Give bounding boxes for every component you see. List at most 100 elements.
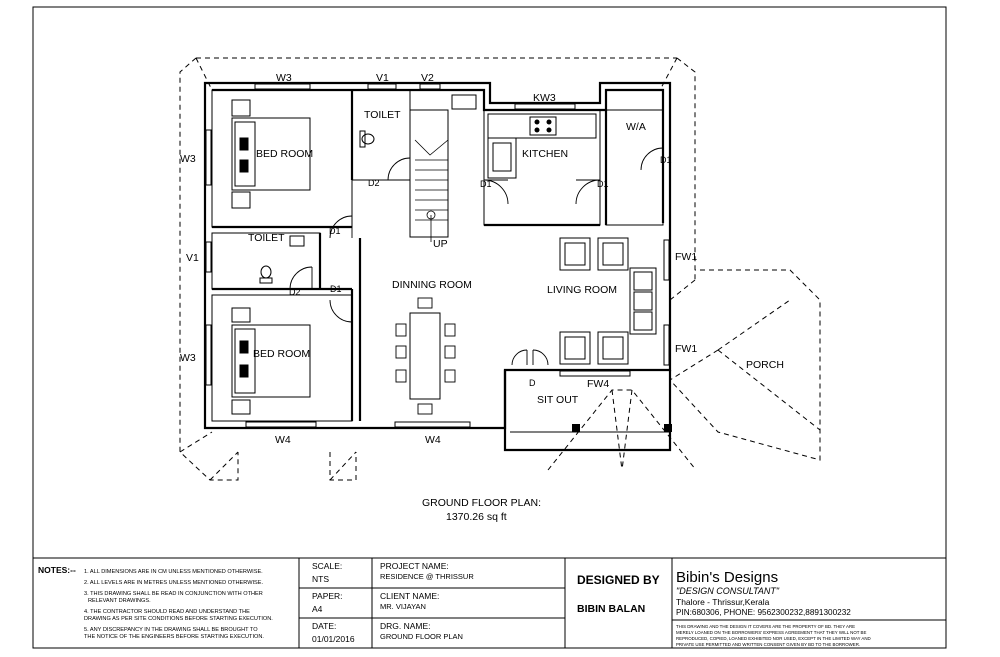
disclaimer-2: MERELY LOANED ON THE BORROWERS' EXPRESS … (676, 630, 866, 635)
kitchen-hob (529, 116, 557, 136)
tag-d1-store: D1 (597, 179, 609, 189)
date-value: 01/01/2016 (312, 634, 355, 644)
tag-d1-toilet: D1 (329, 226, 341, 236)
room-bed-room-2: BED ROOM (253, 348, 310, 360)
tag-d1-wa: D1 (660, 155, 672, 165)
tag-w3-top: W3 (276, 72, 292, 84)
room-dinning: DINNING ROOM (392, 279, 472, 291)
room-living: LIVING ROOM (547, 284, 617, 296)
note-5b: THE NOTICE OF THE ENGINEERS BEFORE START… (84, 634, 264, 640)
room-kitchen: KITCHEN (522, 148, 568, 160)
tag-d2-toilet1: D2 (368, 178, 380, 188)
hob-burners (534, 119, 552, 133)
firm-name: Bibin's Designs (676, 569, 778, 586)
sheet-border (32, 6, 947, 649)
scale-value: NTS (312, 574, 329, 584)
roof-ridge-left-2 (179, 431, 213, 453)
firm-address: Thalore - Thrissur,Kerala (676, 597, 770, 607)
tag-d2-toilet2: D2 (289, 287, 301, 297)
floor-plan: BED ROOM TOILET KITCHEN W/A TOILET UP DI… (179, 57, 821, 523)
door-swings (289, 147, 664, 366)
firm-contact: PIN:680306, PHONE: 9562300232,8891300232 (676, 608, 851, 617)
roof-ridge-right (659, 57, 678, 91)
tag-fw1-2: FW1 (675, 343, 697, 355)
note-4: 4. THE CONTRACTOR SHOULD READ AND UNDERS… (84, 609, 250, 615)
porch-ridge-2 (717, 349, 821, 431)
room-up: UP (433, 238, 448, 250)
plan-title: GROUND FLOOR PLAN: (422, 497, 541, 509)
tag-d-sitout: D (529, 378, 536, 388)
project-value: RESIDENCE @ THRISSUR (380, 572, 474, 581)
title-block: NOTES:-- 1. ALL DIMENSIONS ARE IN CM UNL… (33, 557, 946, 648)
kitchen-sink (492, 142, 512, 172)
room-wa: W/A (626, 121, 646, 133)
roof-outline-right (676, 57, 696, 280)
room-toilet-2: TOILET (248, 232, 285, 244)
tag-w3-left-1: W3 (180, 153, 196, 165)
note-2: 2. ALL LEVELS ARE IN METRES UNLESS MENTI… (84, 580, 263, 586)
tag-v2-top: V2 (421, 72, 434, 84)
firm-subtitle: "DESIGN CONSULTANT" (676, 586, 780, 596)
kitchen-counter-top (487, 113, 597, 139)
paper-value: A4 (312, 604, 323, 614)
disclaimer-3: REPRODUCED, COPIED, LOANED EXHIBITED NOR… (676, 636, 871, 641)
room-sit-out: SIT OUT (537, 394, 579, 406)
note-5: 5. ANY DISCREPANCY IN THE DRAWING SHALL … (84, 627, 258, 633)
windows (205, 83, 670, 428)
disclaimer-4: PRIVATE USE PERMITTED AND WRITTEN CONSEN… (676, 642, 860, 647)
kitchen-wall (483, 109, 601, 226)
tag-fw1-1: FW1 (675, 251, 697, 263)
tag-d1-kitchen: D1 (480, 179, 492, 189)
toilet-1-wall (351, 89, 411, 181)
room-porch: PORCH (746, 359, 784, 371)
tag-w3-left-2: W3 (180, 352, 196, 364)
bed-1 (231, 99, 311, 209)
note-1: 1. ALL DIMENSIONS ARE IN CM UNLESS MENTI… (84, 569, 263, 575)
outer-wall (203, 81, 672, 430)
project-label: PROJECT NAME: (380, 561, 449, 571)
client-label: CLIENT NAME: (380, 591, 439, 601)
roof-ridge-bl-1 (209, 451, 239, 481)
designer-name: BIBIN BALAN (577, 603, 645, 615)
client-value: MR. VIJAYAN (380, 602, 426, 611)
stair-treads (414, 139, 449, 242)
porch-ridge (717, 299, 791, 351)
tag-w4-bottom-1: W4 (275, 434, 291, 446)
roof-outline-bottom-left (329, 452, 357, 481)
tag-w4-bottom-2: W4 (425, 434, 441, 446)
tag-v1-top: V1 (376, 72, 389, 84)
tag-v1-left: V1 (186, 252, 199, 264)
note-3b: RELEVANT DRAWINGS. (88, 598, 151, 604)
living-sofas (559, 237, 657, 365)
staircase (409, 109, 449, 238)
notes-label: NOTES:-- (38, 565, 76, 575)
disclaimer-1: THIS DRAWING AND THE DESIGN IT COVERS AR… (676, 624, 855, 629)
drg-value: GROUND FLOOR PLAN (380, 632, 463, 641)
toilet-fixtures (259, 130, 375, 284)
note-4b: DRAWING AS PER SITE CONDITIONS BEFORE ST… (84, 616, 273, 622)
pillar-2 (664, 424, 672, 432)
plan-area: 1370.26 sq ft (446, 511, 507, 523)
date-label: DATE: (312, 621, 336, 631)
dining-table (409, 312, 441, 400)
scale-label: SCALE: (312, 561, 342, 571)
roof-ridge-left-1 (195, 57, 213, 91)
dining-chairs (395, 297, 456, 415)
tag-fw4: FW4 (587, 378, 609, 390)
pillar-1 (572, 424, 580, 432)
tag-d1-bed2: D1 (330, 284, 342, 294)
sitout-ridge (611, 389, 623, 471)
kitchen-counter-left (487, 137, 517, 179)
sitout-wall (503, 370, 672, 452)
paper-label: PAPER: (312, 591, 343, 601)
bed-2 (231, 307, 311, 415)
drg-label: DRG. NAME: (380, 621, 431, 631)
roof-ridge-bl-2 (329, 451, 357, 481)
wash-basin-top (451, 94, 477, 110)
porch-ridge-3 (669, 349, 719, 381)
designed-by-label: DESIGNED BY (577, 573, 660, 587)
note-3: 3. THIS DRAWING SHALL BE READ IN CONJUNC… (84, 591, 263, 597)
porch-roof (669, 269, 821, 461)
room-toilet-1: TOILET (364, 109, 401, 121)
